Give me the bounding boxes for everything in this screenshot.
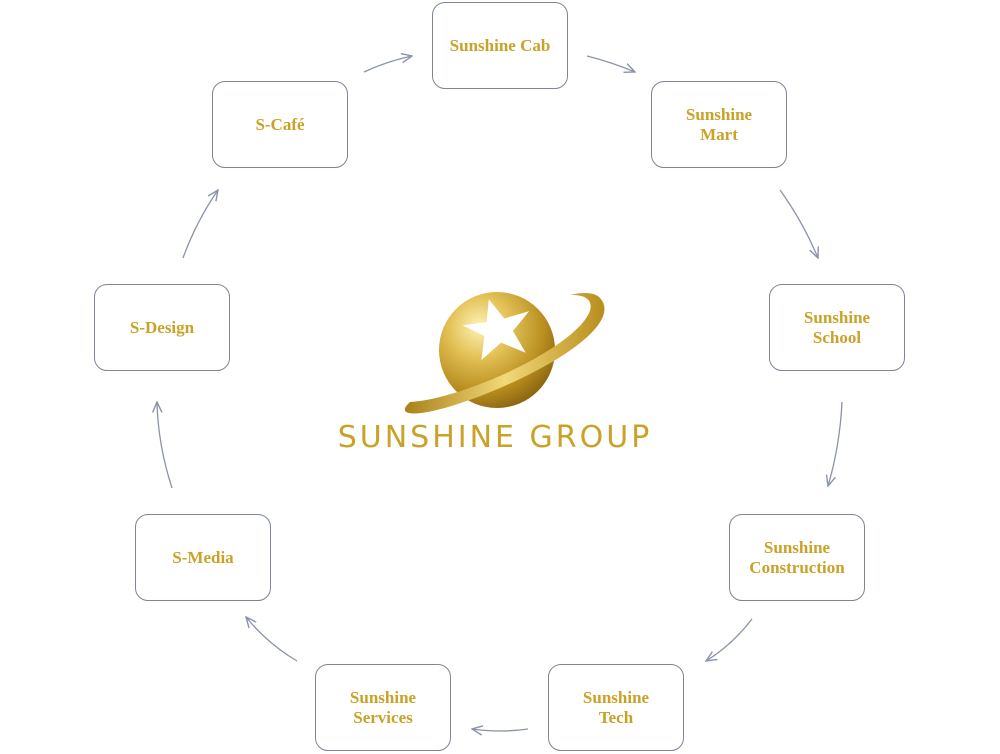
arrow-construction-to-tech	[706, 618, 753, 661]
arrow-media-to-design	[157, 402, 173, 489]
node-sunshine-tech: Sunshine Tech	[548, 664, 684, 751]
star-icon	[462, 299, 530, 361]
arrow-mart-to-school	[779, 189, 818, 258]
node-sunshine-services: Sunshine Services	[315, 664, 451, 751]
arrow-tech-to-services	[472, 729, 529, 731]
arrow-cab-to-mart	[586, 55, 635, 72]
logo-wordmark: SUNSHINE GROUP	[337, 420, 653, 455]
arrow-cafe-to-cab	[363, 56, 412, 73]
arrow-services-to-media	[246, 617, 298, 662]
node-s-media: S-Media	[135, 514, 271, 601]
node-s-design: S-Design	[94, 284, 230, 371]
node-s-cafe: S-Café	[212, 81, 348, 168]
sunshine-group-logo	[404, 292, 605, 414]
planet-sphere-icon	[439, 292, 555, 408]
planet-ring-icon	[404, 293, 605, 414]
node-sunshine-construction: Sunshine Construction	[729, 514, 865, 601]
node-sunshine-mart: Sunshine Mart	[651, 81, 787, 168]
node-sunshine-cab: Sunshine Cab	[432, 2, 568, 89]
arrow-design-to-cafe	[182, 190, 218, 259]
arrow-school-to-construction	[828, 401, 843, 486]
node-sunshine-school: Sunshine School	[769, 284, 905, 371]
